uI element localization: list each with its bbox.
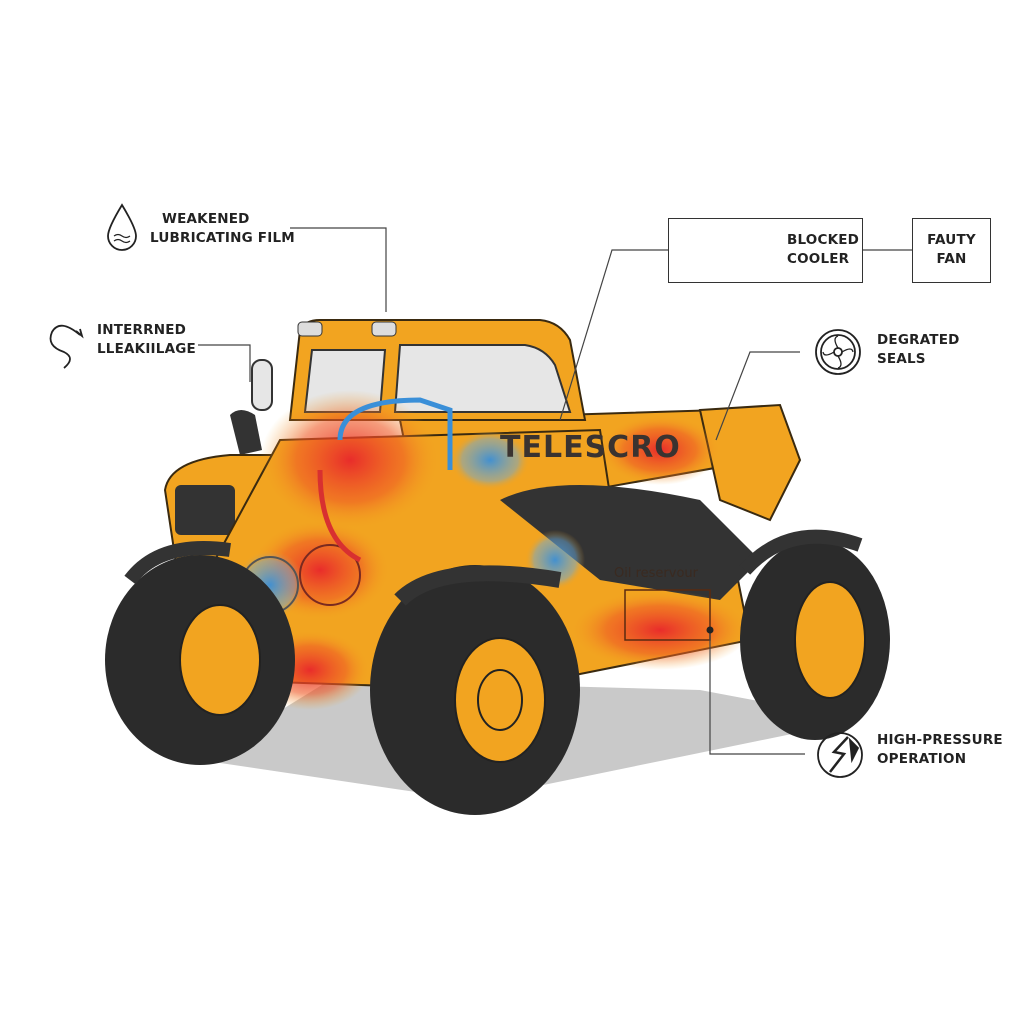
callout-line2: FAN (936, 251, 967, 267)
oil-drop-icon (107, 203, 137, 251)
blocked-cooler-label: BLOCKED COOLER (787, 231, 859, 269)
leader-lines (198, 227, 912, 755)
callout-line1: WEAKENED (162, 211, 250, 227)
callout-line2: COOLER (787, 251, 850, 267)
callout-high-pressure: HIGH-PRESSURE OPERATION (877, 731, 1003, 769)
callout-line1: HIGH-PRESSURE (877, 732, 1003, 748)
callout-line1: DEGRATED (877, 332, 960, 348)
callout-line2: SEALS (877, 351, 926, 367)
callout-lubricating-film: WEAKENED LUBRICATING FILM (150, 210, 295, 248)
vehicle-brand: TELESCRO (500, 430, 681, 465)
faulty-fan-box: FAUTY FAN (912, 218, 991, 283)
callout-degraded-seals: DEGRATED SEALS (877, 331, 960, 369)
callout-line1: BLOCKED (787, 232, 860, 248)
lightning-crack-icon (817, 732, 863, 778)
front-left-wheel (370, 565, 580, 815)
faulty-fan-label: FAUTY FAN (913, 231, 990, 269)
callout-internal-leakage: INTERRNED LLEAKIILAGE (97, 321, 196, 359)
callout-line2: LLEAKIILAGE (97, 341, 196, 357)
rear-left-wheel (105, 555, 295, 765)
swirl-arrow-icon (49, 324, 84, 369)
callout-line2: LUBRICATING FILM (150, 230, 295, 246)
callout-line1: INTERRNED (97, 322, 187, 338)
front-right-wheel (740, 540, 890, 740)
oil-reservoir-label: Oil reservour (614, 566, 698, 581)
fan-icon (815, 329, 861, 375)
callout-line2: OPERATION (877, 751, 967, 767)
callout-line1: FAUTY (927, 232, 976, 248)
blocked-cooler-box: BLOCKED COOLER (668, 218, 863, 283)
